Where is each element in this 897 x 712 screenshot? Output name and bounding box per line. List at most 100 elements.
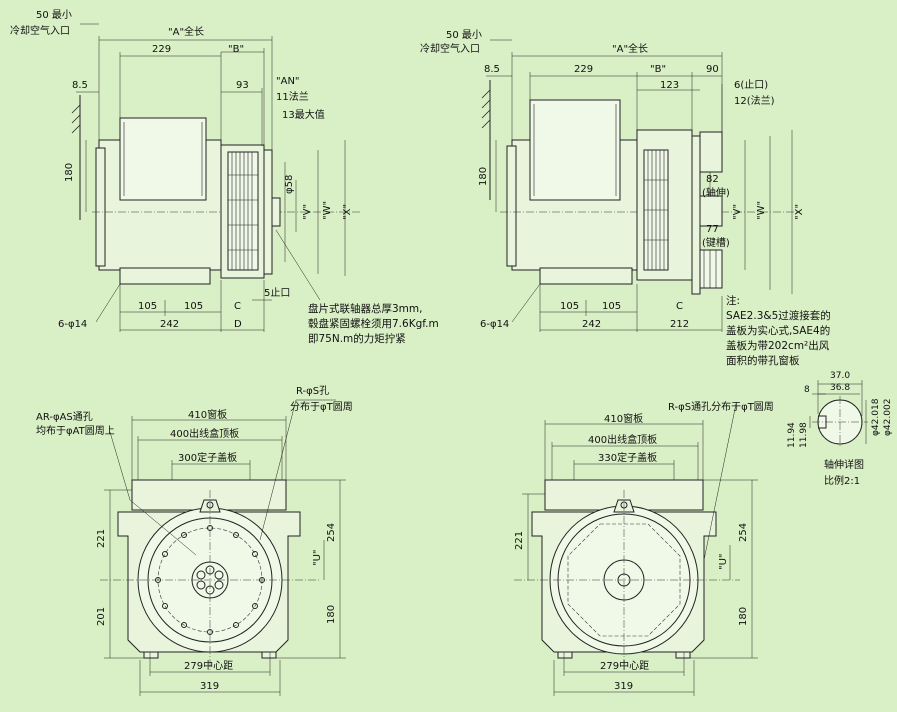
dim-77: 77 xyxy=(706,224,719,235)
keyway-label: (键槽) xyxy=(702,236,730,249)
dim-93: 93 xyxy=(236,80,249,91)
end-bracket-r xyxy=(506,145,517,267)
c279-label: 279中心距 xyxy=(184,659,233,672)
coupling-teeth xyxy=(699,249,723,289)
dim-221: 221 xyxy=(96,529,107,548)
note-line-1: 盘片式联轴器总厚3mm, xyxy=(308,302,422,315)
max-13-label: 13最大值 xyxy=(282,108,325,121)
dim-b-r: "B" xyxy=(650,64,666,75)
dim-x-r: "X" xyxy=(794,204,805,220)
dim-b: "B" xyxy=(228,44,244,55)
dim-180-br: 180 xyxy=(738,607,749,626)
dim-37: 37.0 xyxy=(830,371,850,381)
dim-8-5-r: 8.5 xyxy=(484,64,500,75)
holes-label: 6-φ14 xyxy=(58,319,87,330)
c279-label-r: 279中心距 xyxy=(600,659,649,672)
dim-180-bl: 180 xyxy=(326,605,337,624)
min-gap-label-r: 50 最小 xyxy=(446,29,482,41)
terminal-box-r xyxy=(529,99,621,201)
note-r-2: 盖板为实心式,SAE4的 xyxy=(726,324,830,337)
terminal-box xyxy=(119,117,207,201)
dim-v: "V" xyxy=(302,204,313,220)
min-gap-label: 50 最小 xyxy=(36,9,72,21)
dim-229: 229 xyxy=(152,44,171,55)
dim-8-5: 8.5 xyxy=(72,80,88,91)
side-view-right: 50 最小 冷却空气入口 "A"全长 8.5 229 "B" 90 123 6(… xyxy=(420,29,831,367)
note-r-3: 盖板为带202cm²出风 xyxy=(726,339,830,352)
wall-hatch xyxy=(71,95,81,220)
dim-319-r: 319 xyxy=(614,681,633,692)
hub xyxy=(271,197,281,227)
foot-left-r xyxy=(557,651,573,659)
stop-5-label: 5止口 xyxy=(264,287,290,299)
keyway-block xyxy=(699,195,723,227)
win410-label-r: 410窗板 xyxy=(604,412,643,425)
stator330-label-r: 330定子盖板 xyxy=(598,451,657,464)
dim-u-r: "U" xyxy=(718,553,729,570)
foot-right xyxy=(261,651,277,659)
flange-r xyxy=(691,135,701,295)
r-label-r: R-φS通孔分布于φT圆周 xyxy=(668,401,774,413)
end-view-right: R-φS通孔分布于φT圆周 410窗板 400出线盒顶板 330定子盖板 221… xyxy=(514,401,774,696)
holes-label-r: 6-φ14 xyxy=(480,319,509,330)
flange-11-label: 11法兰 xyxy=(276,90,309,103)
dim-254-r: 254 xyxy=(738,523,749,542)
dim-201: 201 xyxy=(96,607,107,626)
shaft-detail-scale: 比例2:1 xyxy=(824,474,860,487)
dim-123-r: 123 xyxy=(660,80,679,91)
dim-x: "X" xyxy=(342,204,353,220)
side-view-left: 50 最小 冷却空气入口 "A"全长 229 "B" 93 "AN" 11法兰 … xyxy=(10,9,439,345)
shaft-ext-label: (轴伸) xyxy=(702,186,730,199)
end-bracket-left xyxy=(95,147,106,267)
dim-phi58: φ58 xyxy=(284,175,295,194)
dim-180-r: 180 xyxy=(478,167,489,186)
dim-212-r: 212 xyxy=(670,319,689,330)
foot-left xyxy=(143,651,159,659)
air-inlet-label: 冷却空气入口 xyxy=(10,24,70,37)
dim-82: 82 xyxy=(706,174,719,185)
flange-disc xyxy=(263,149,273,275)
dim-36-8: 36.8 xyxy=(830,383,850,393)
foot-right-r xyxy=(675,651,691,659)
dim-42-002: φ42.002 xyxy=(883,399,893,436)
dim-242: 242 xyxy=(160,319,179,330)
shaft-ext xyxy=(699,131,723,173)
air-inlet-label-r: 冷却空气入口 xyxy=(420,42,480,55)
octagon-dashed xyxy=(567,523,681,637)
a-length-label: "A"全长 xyxy=(168,25,204,38)
box400-label-r: 400出线盒顶板 xyxy=(588,433,657,446)
dim-11-94: 11.94 xyxy=(787,422,797,448)
note-r-4: 面积的带孔窗板 xyxy=(726,354,800,367)
grille-r xyxy=(643,149,669,271)
dim-u: "U" xyxy=(312,549,323,566)
note-line-2: 毂盘紧固螺栓须用7.6Kgf.m xyxy=(308,317,439,330)
dim-254: 254 xyxy=(326,523,337,542)
dim-221-r: 221 xyxy=(514,531,525,550)
shaft-detail-title: 轴伸详图 xyxy=(824,458,864,471)
win410-label: 410窗板 xyxy=(188,408,227,421)
dim-105b: 105 xyxy=(184,301,203,312)
dim-90-r: 90 xyxy=(706,64,719,75)
dim-42-018: φ42.018 xyxy=(871,398,881,436)
dim-229-r: 229 xyxy=(574,64,593,75)
note-head: 注: xyxy=(726,294,740,307)
grille xyxy=(227,151,259,271)
shaft-detail: 37.0 36.8 8 11.94 11.98 φ42.018 φ42.002 … xyxy=(787,371,893,487)
dim-319: 319 xyxy=(200,681,219,692)
note-line-3: 即75N.m的力矩拧紧 xyxy=(308,332,406,345)
dim-180: 180 xyxy=(64,163,75,182)
r-label: R-φS孔 xyxy=(296,385,329,397)
dim-w: "W" xyxy=(322,201,333,220)
foot-r xyxy=(539,267,633,285)
dim-c-r: C xyxy=(676,301,683,312)
dim-105a-r: 105 xyxy=(560,301,579,312)
dim-v-r: "V" xyxy=(732,204,743,220)
r-label-2: 分布于φT圆周 xyxy=(290,401,353,413)
box400-label: 400出线盒顶板 xyxy=(170,427,239,440)
end-view-left: AR-φAS通孔 均布于φAT圆周上 R-φS孔 分布于φT圆周 410窗板 4… xyxy=(36,385,353,696)
wall-hatch-right xyxy=(481,80,491,200)
stop-6-label: 6(止口) xyxy=(734,79,768,91)
dim-w-r: "W" xyxy=(756,201,767,220)
note-r-1: SAE2.3&5过渡接套的 xyxy=(726,309,831,322)
dim-c: C xyxy=(234,301,241,312)
